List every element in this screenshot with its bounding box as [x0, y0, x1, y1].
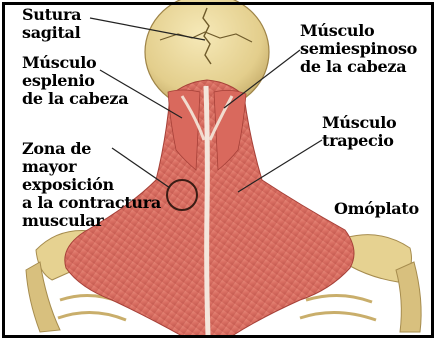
image-border [2, 2, 434, 338]
